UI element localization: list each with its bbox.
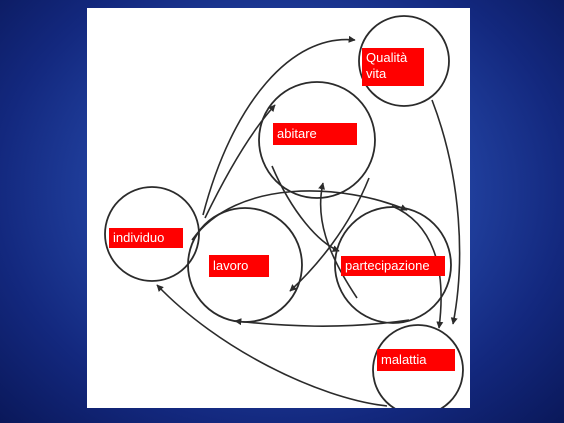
circle-malattia — [372, 324, 464, 408]
circle-qualita-vita — [358, 15, 450, 107]
label-malattia: malattia — [377, 349, 455, 371]
label-individuo: individuo — [109, 228, 183, 248]
arrow-abitare-to-partecipazione — [271, 165, 340, 252]
label-abitare: abitare — [273, 123, 357, 145]
arrow-to-abitare — [204, 104, 276, 219]
arrow-abitare-to-lavoro — [289, 177, 370, 292]
arrow-lavoro-to-abitare — [318, 182, 358, 299]
label-lavoro: lavoro — [209, 255, 269, 277]
diagram-svg — [104, 15, 464, 408]
arrow-lavoro-to-partecipazione — [191, 190, 408, 241]
arrow-malattia-to-individuo — [156, 284, 388, 407]
circle-abitare — [258, 81, 376, 199]
arrow-qualita-to-malattia — [431, 99, 461, 325]
label-partecipazione: partecipazione — [341, 256, 445, 276]
label-qualita-vita: Qualità vita — [362, 48, 424, 86]
arrow-to-qualita — [202, 35, 356, 216]
arrow-partecipazione-to-malattia — [391, 205, 444, 329]
circle-individuo — [104, 186, 200, 282]
arrow-partecipazione-to-lavoro — [234, 318, 410, 327]
diagram-figure: Qualità vita abitare individuo lavoro pa… — [87, 8, 470, 408]
